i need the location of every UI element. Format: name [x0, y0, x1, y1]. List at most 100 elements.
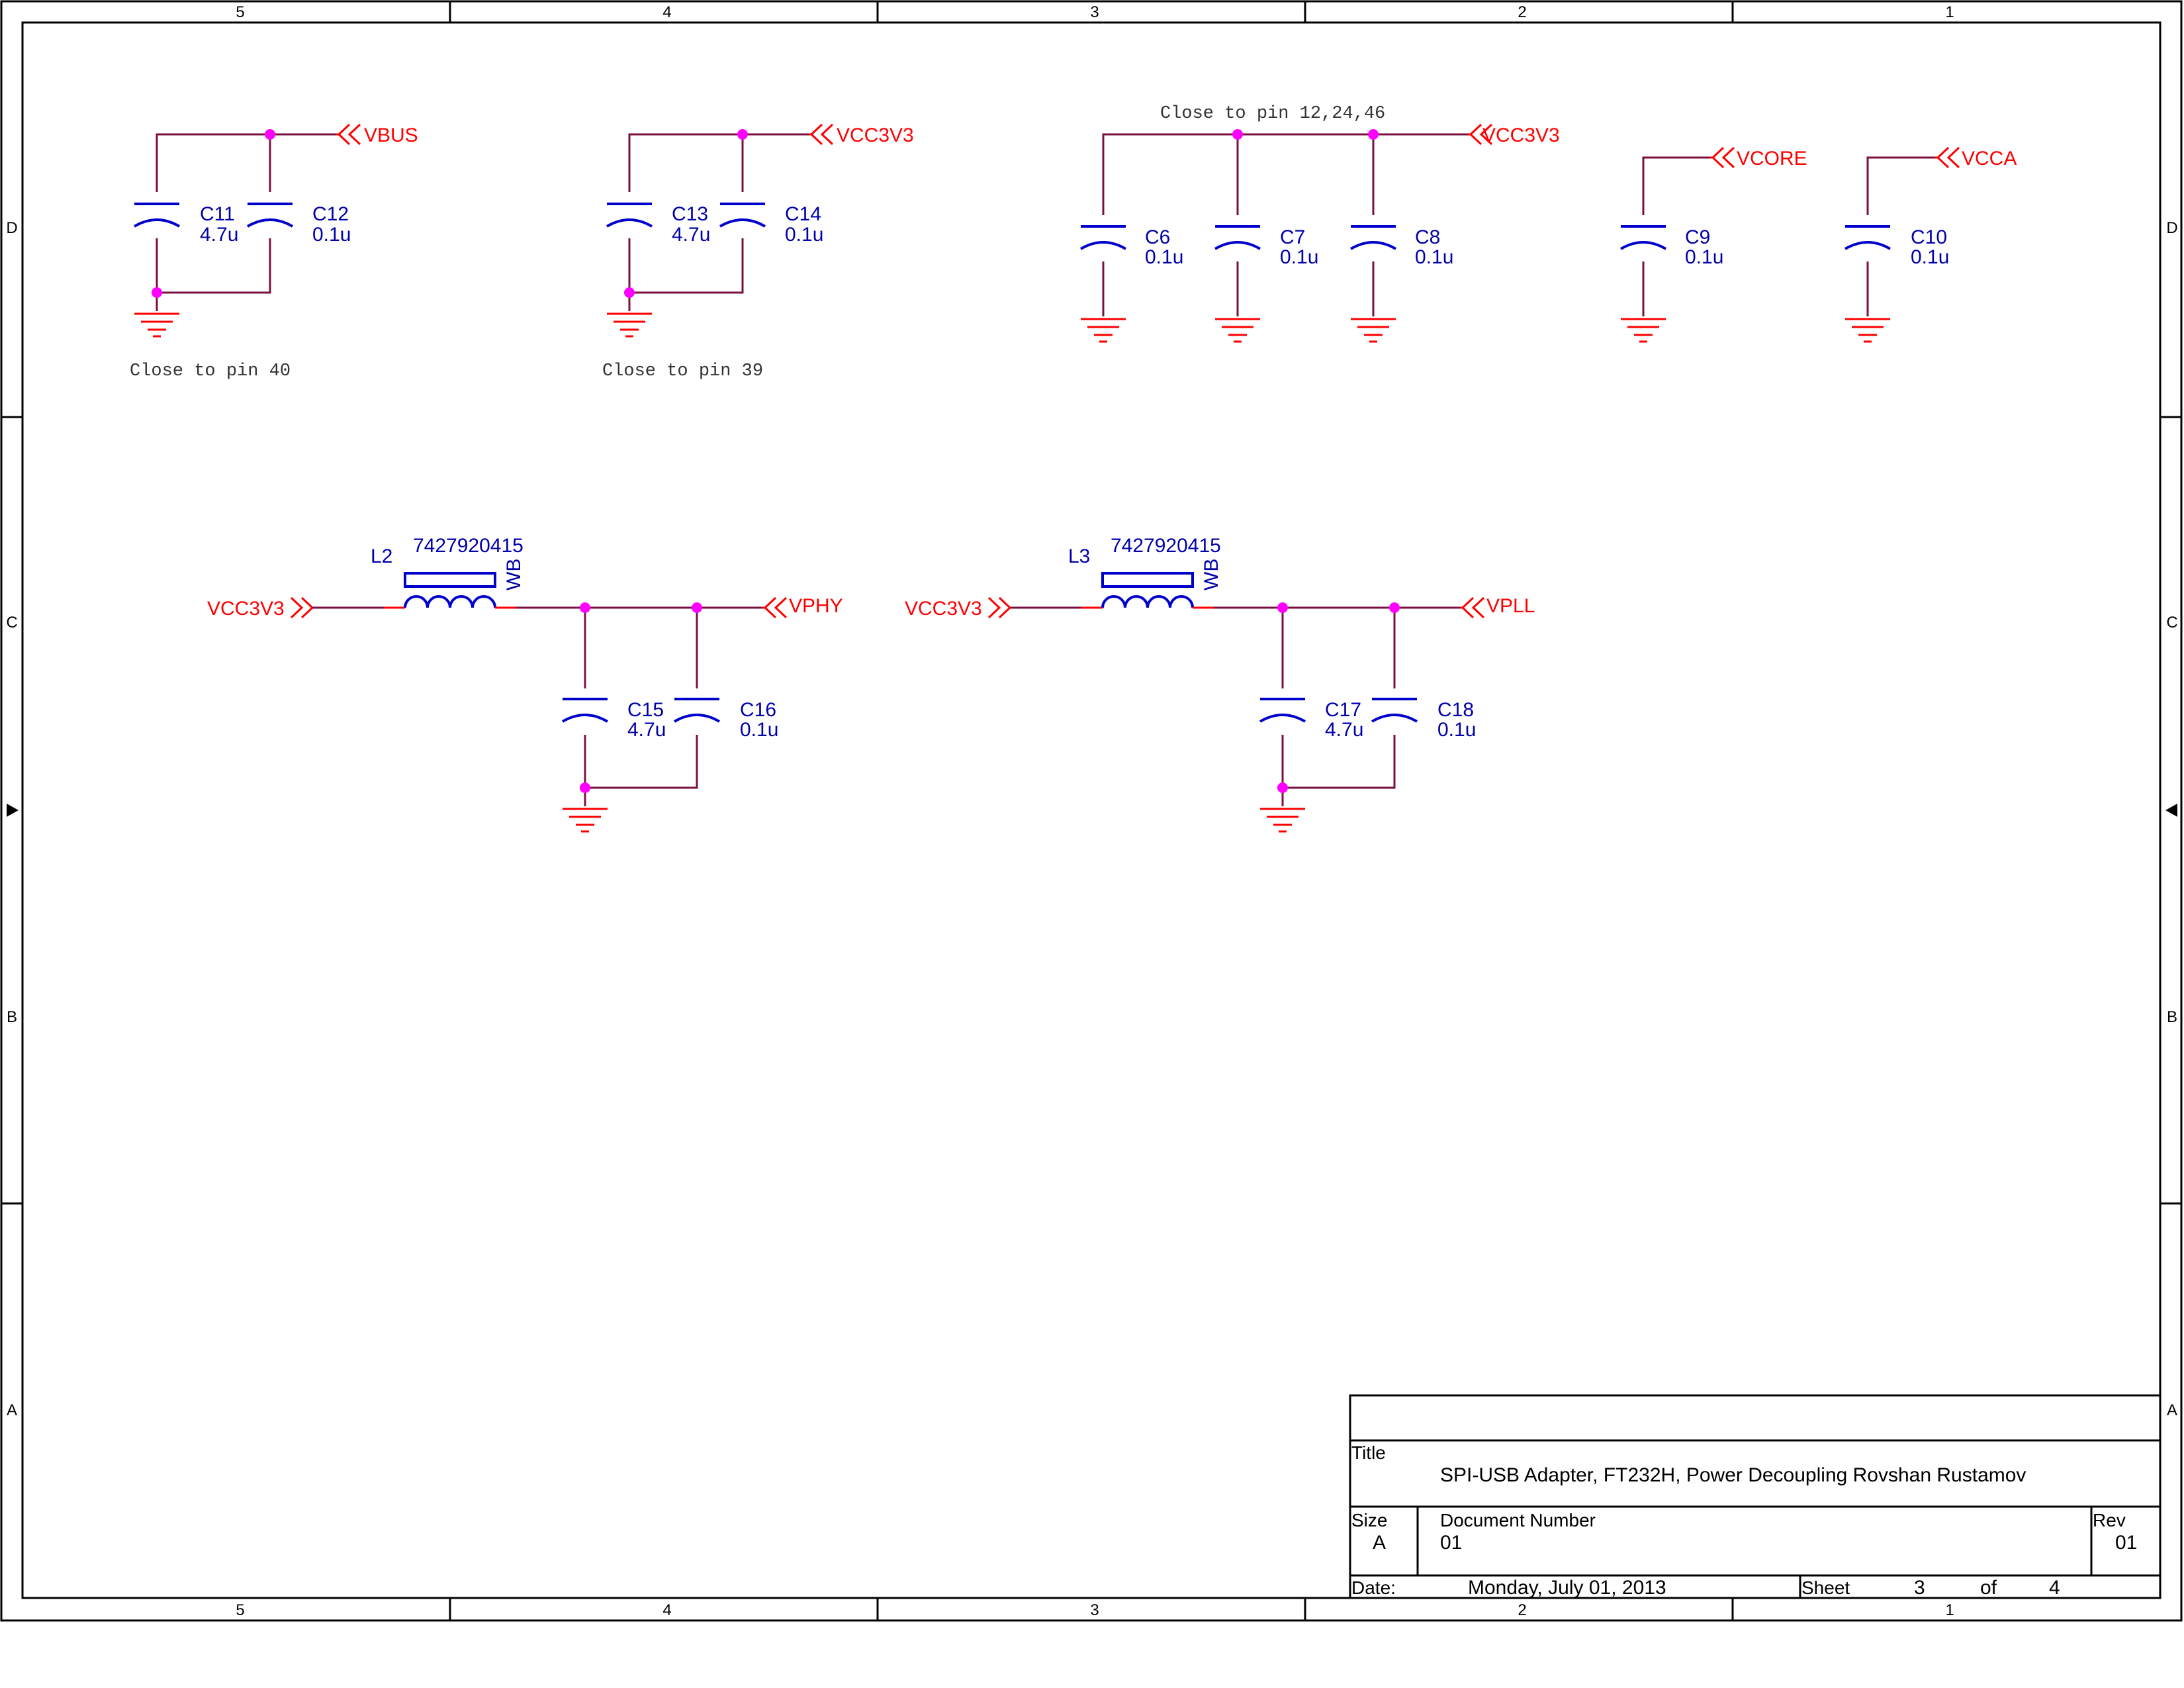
cap-value-c7: 0.1u [1280, 246, 1318, 268]
capacitor-c18-symbol [1371, 698, 1418, 723]
net-label-vcc3v3: VCC3V3 [207, 598, 285, 620]
capacitor-c9-symbol [1619, 225, 1667, 250]
title-block: Title SPI-USB Adapter, FT232H, Power Dec… [1349, 1394, 2161, 1599]
cap-value-c6: 0.1u [1145, 246, 1183, 268]
cap-ref-c17: C17 [1325, 699, 1361, 721]
cap-ref-c16: C16 [740, 699, 776, 721]
capacitor-c13-symbol [606, 203, 653, 228]
size-value: A [1373, 1532, 1386, 1554]
row-label-left: C [6, 614, 17, 632]
ground-symbol [1260, 808, 1305, 833]
drawing-title: SPI-USB Adapter, FT232H, Power Decouplin… [1440, 1464, 2026, 1486]
cap-ref-c13: C13 [672, 203, 708, 225]
ground-symbol [1215, 318, 1260, 343]
inductor-l2-symbol [404, 572, 496, 608]
cap-ref-c10: C10 [1911, 226, 1947, 248]
sheet-of-label: of [1980, 1577, 1997, 1599]
net-port-vcc3v3 [1468, 123, 1493, 146]
rev-value: 01 [2115, 1532, 2137, 1554]
cap-value-c10: 0.1u [1911, 246, 1949, 268]
capacitor-c7-symbol [1214, 225, 1261, 250]
vcca-decoupling-group: C10 0.1u VCCA [1844, 146, 2017, 343]
net-label-vcore: VCORE [1737, 148, 1807, 169]
cap-ref-c12: C12 [312, 203, 349, 225]
vcore-decoupling-group: C9 0.1u VCORE [1619, 146, 1807, 343]
net-label-vcc3v3: VCC3V3 [1482, 124, 1560, 146]
sheet-label: Sheet [1801, 1577, 1850, 1598]
sheet-number: 3 [1914, 1577, 1925, 1599]
title-label: Title [1351, 1442, 1386, 1463]
row-label-left: B [7, 1008, 17, 1026]
cap-ref-c9: C9 [1685, 226, 1710, 248]
vbus-decoupling-group: C11 4.7u C12 0.1u VBUS Close to pin 40 [130, 123, 418, 381]
cap-value-c11: 4.7u [200, 224, 238, 246]
row-label-left: D [6, 219, 17, 237]
zone-labels: 5 4 3 2 1 5 4 3 2 1 D C B A D C B A [6, 3, 2177, 1619]
col-label-top: 4 [662, 3, 671, 21]
net-label-vbus: VBUS [364, 124, 418, 146]
capacitor-c11-symbol [133, 203, 181, 228]
net-port-vcore [1710, 146, 1735, 169]
cap-value-c9: 0.1u [1685, 246, 1723, 268]
capacitor-c16-symbol [673, 698, 721, 723]
cap-value-c14: 0.1u [785, 224, 823, 246]
ground-symbol [1351, 318, 1396, 343]
col-label-bottom: 3 [1090, 1601, 1099, 1619]
col-label-top: 1 [1945, 3, 1954, 21]
capacitor-c17-symbol [1259, 698, 1306, 723]
vpll-filter-group: VCC3V3 L3 7427920415 WB C17 4.7u C18 0.1… [905, 535, 1535, 833]
row-label-right: D [2166, 219, 2177, 237]
date-value: Monday, July 01, 2013 [1468, 1577, 1666, 1599]
document-number-label: Document Number [1440, 1510, 1596, 1530]
net-port-vphy [762, 596, 788, 619]
cap-ref-c11: C11 [200, 203, 235, 225]
capacitor-c14-symbol [719, 203, 766, 228]
net-port-vcc3v3-in [290, 596, 314, 619]
cap-ref-c6: C6 [1145, 226, 1170, 248]
ground-symbol [563, 808, 608, 833]
row-label-left: A [7, 1401, 17, 1419]
cap-value-c16: 0.1u [740, 719, 778, 741]
inductor-ref-l3: L3 [1068, 545, 1090, 567]
cap-value-c13: 4.7u [672, 224, 710, 246]
cap-value-c18: 0.1u [1437, 719, 1476, 741]
inductor-tag-l3: WB [1201, 559, 1222, 590]
cap-ref-c8: C8 [1415, 226, 1440, 248]
net-port-vpll [1460, 596, 1485, 619]
document-number-value: 01 [1440, 1532, 1462, 1554]
net-port-vcca [1935, 146, 1960, 169]
net-port-vcc3v3-in [987, 596, 1012, 619]
note-close-to-pin-12-24-46: Close to pin 12,24,46 [1160, 104, 1385, 124]
capacitor-c15-symbol [561, 698, 609, 723]
col-label-top: 5 [236, 3, 244, 21]
note-close-to-pin-40: Close to pin 40 [130, 361, 291, 381]
inductor-l3-symbol [1101, 572, 1194, 608]
net-port-vbus [336, 123, 361, 146]
row-label-right: A [2167, 1401, 2177, 1419]
vcc3v3-decoupling-group: C13 4.7u C14 0.1u VCC3V3 Close to pin 39 [602, 123, 914, 381]
capacitor-c6-symbol [1079, 225, 1127, 250]
net-label-vcca: VCCA [1962, 148, 2017, 169]
ground-symbol [1845, 318, 1890, 343]
date-label: Date: [1351, 1577, 1396, 1598]
net-label-vpll: VPLL [1486, 595, 1535, 617]
ground-symbol [134, 312, 179, 338]
cap-ref-c14: C14 [785, 203, 821, 225]
sheet-border [0, 0, 2183, 1622]
cap-ref-c7: C7 [1280, 226, 1305, 248]
note-close-to-pin-39: Close to pin 39 [602, 361, 763, 381]
inductor-ref-l2: L2 [371, 545, 392, 567]
vcc3v3-triple-decoupling-group: Close to pin 12,24,46 C6 0.1u C7 0.1u C8… [1079, 104, 1560, 343]
col-label-top: 3 [1090, 3, 1099, 21]
cap-value-c15: 4.7u [627, 719, 666, 741]
cap-value-c12: 0.1u [312, 224, 351, 246]
net-port-vcc3v3 [809, 123, 834, 146]
ground-symbol [607, 312, 652, 338]
col-label-bottom: 5 [236, 1601, 244, 1619]
rev-label: Rev [2093, 1510, 2126, 1530]
capacitor-c12-symbol [246, 203, 294, 228]
sheet-total: 4 [2049, 1577, 2060, 1599]
vphy-filter-group: VCC3V3 L2 7427920415 WB C15 4.7u C16 0.1 [207, 535, 843, 833]
inductor-part-l3: 7427920415 [1111, 535, 1221, 557]
